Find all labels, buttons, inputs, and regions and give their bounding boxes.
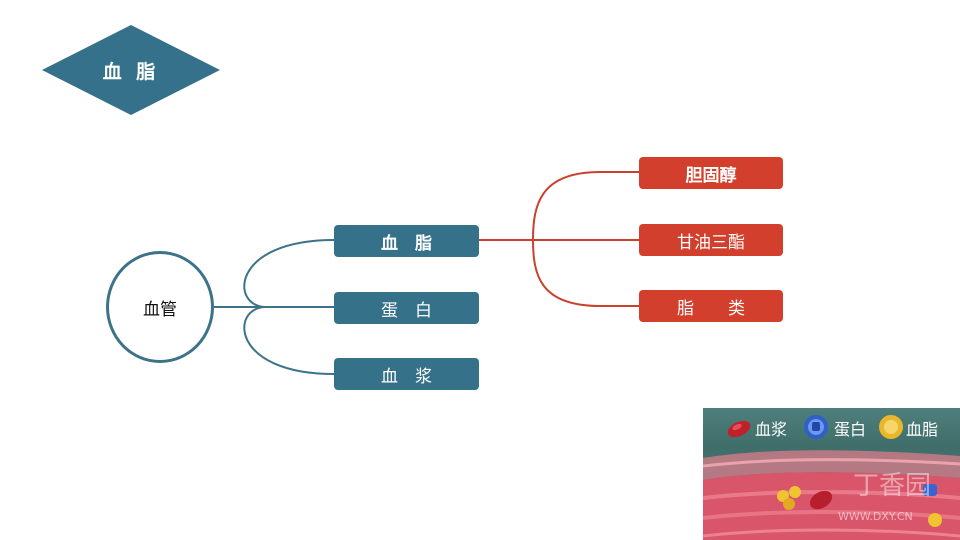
lipid-type-cholesterol: 胆固醇 (639, 157, 783, 189)
yellow-lipid-icon (879, 415, 903, 439)
branch-node-lipid: 血 脂 (334, 225, 479, 257)
center-node-label: 血管 (143, 299, 177, 320)
title-label: 血 脂 (102, 60, 160, 83)
connector-branch-top (243, 239, 335, 308)
legend-label-plasma: 血浆 (755, 420, 788, 439)
branch-node-protein: 蛋 白 (334, 292, 479, 324)
connector-type-top (532, 171, 639, 241)
title-diamond (42, 25, 220, 115)
connector-type-bottom (532, 239, 639, 307)
blood-vessel-illustration: 丁香园 WWW.DXY.CN 血浆 蛋白 血脂 (703, 408, 960, 540)
center-node-blood-vessel: 血管 (106, 251, 214, 363)
watermark-text: 丁香园 (853, 471, 931, 501)
watermark-url: WWW.DXY.CN (838, 510, 913, 523)
connector-branch-bottom (243, 306, 335, 375)
red-blood-cell-icon (727, 420, 751, 438)
blue-protein-icon (804, 415, 828, 439)
lipid-type-lipids: 脂 类 (639, 290, 783, 322)
legend-label-protein: 蛋白 (834, 420, 867, 439)
lipid-type-triglyceride: 甘油三酯 (639, 224, 783, 256)
branch-node-plasma: 血 浆 (334, 358, 479, 390)
vessel-artwork: 丁香园 WWW.DXY.CN (703, 450, 960, 540)
legend-label-lipid: 血脂 (906, 420, 939, 439)
